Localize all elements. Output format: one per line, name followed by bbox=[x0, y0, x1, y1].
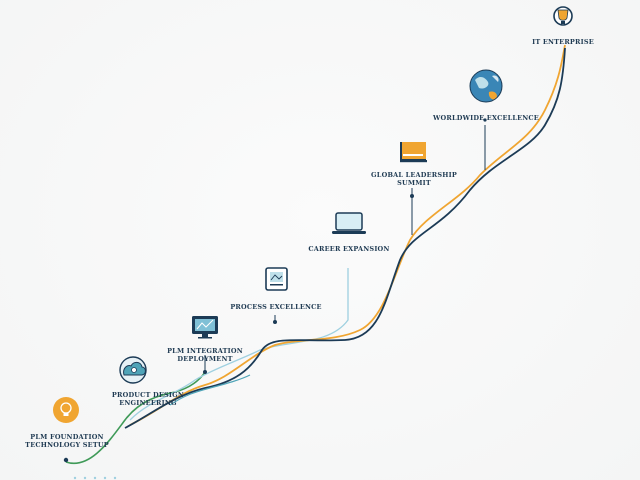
navy-curve bbox=[124, 47, 566, 429]
light-teal-curve bbox=[129, 268, 349, 421]
milestone-label-4: PROCESS EXCELLENCE bbox=[230, 303, 322, 311]
orange-curve bbox=[129, 44, 566, 426]
bottom-dots bbox=[73, 476, 117, 480]
milestone-label-2: PRODUCT DESIGN ENGINEERING bbox=[111, 391, 185, 407]
start-dot bbox=[63, 457, 69, 463]
milestone-dot-5 bbox=[410, 194, 414, 198]
lightbulb-icon bbox=[53, 397, 79, 423]
document-icon bbox=[265, 267, 288, 291]
milestone-label-1: PLM FOUNDATION TECHNOLOGY SETUP bbox=[25, 433, 109, 449]
blue-curve bbox=[169, 374, 251, 406]
milestone-dot-2 bbox=[203, 370, 207, 374]
laptop-icon bbox=[332, 212, 366, 234]
globe-icon bbox=[469, 69, 503, 103]
milestone-label-5: CAREER EXPANSION bbox=[308, 245, 390, 253]
milestone-dot-6 bbox=[483, 118, 487, 122]
trophy-icon bbox=[553, 6, 573, 26]
milestone-label-3: PLM INTEGRATION DEPLOYMENT bbox=[167, 347, 243, 363]
folder-icon bbox=[400, 142, 427, 163]
cloud-gear-icon bbox=[119, 356, 147, 384]
monitor-icon bbox=[192, 316, 218, 339]
milestone-dot-3 bbox=[273, 320, 277, 324]
milestone-label-6: GLOBAL LEADERSHIP SUMMIT bbox=[371, 171, 457, 187]
milestone-label-7: WORLDWIDE EXCELLENCE bbox=[433, 114, 539, 122]
milestone-label-8: IT ENTERPRISE bbox=[532, 38, 594, 46]
green-curve bbox=[65, 371, 206, 465]
